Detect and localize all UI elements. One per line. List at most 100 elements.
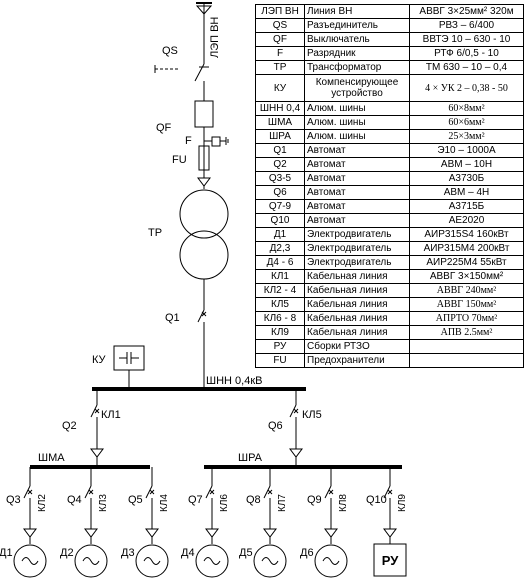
spec-designation: РУ bbox=[255, 339, 305, 354]
feeder-cable-label: КЛ8 bbox=[338, 494, 349, 512]
bus-shra: ШРА bbox=[204, 452, 402, 469]
shma-label: ШМА bbox=[38, 452, 65, 464]
spec-designation: ШМА bbox=[255, 115, 305, 130]
motor-symbol bbox=[314, 544, 348, 578]
feeder-breaker bbox=[205, 485, 213, 499]
spec-type: Кабельная линия bbox=[304, 297, 410, 312]
motor-symbol bbox=[253, 544, 287, 578]
spec-model: А3715Б bbox=[409, 199, 524, 214]
breaker-q1: Q1 bbox=[165, 309, 207, 388]
spec-model: АИР315М4 200кВт bbox=[409, 241, 524, 256]
spec-model: 60×8мм² bbox=[409, 101, 524, 116]
spec-model: ТМ 630 – 10 – 0,4 bbox=[409, 60, 524, 75]
load-label: Д3 bbox=[121, 547, 135, 559]
spec-type: Сборки РТЗО bbox=[304, 339, 410, 354]
spec-designation: ЛЭП ВН bbox=[255, 4, 305, 19]
feeder-breaker bbox=[23, 485, 31, 499]
transformer-tp: ТР bbox=[148, 177, 229, 310]
distribution-box bbox=[373, 543, 407, 577]
spec-designation: QF bbox=[255, 32, 305, 47]
branch-shma: Q2 КЛ1 bbox=[62, 389, 121, 467]
feeder-cable-label: КЛ7 bbox=[277, 494, 288, 512]
spec-type: Кабельная линия bbox=[304, 325, 410, 340]
bus-main-label: ШНН 0,4кВ bbox=[206, 375, 262, 387]
spec-designation: КЛ2 - 4 bbox=[255, 283, 305, 298]
spec-designation: ТР bbox=[255, 60, 305, 75]
spec-designation: КЛ9 bbox=[255, 325, 305, 340]
spec-designation: КЛ6 - 8 bbox=[255, 311, 305, 326]
spec-designation: КЛ5 bbox=[255, 297, 305, 312]
spec-model: АИР315S4 160кВт bbox=[409, 227, 524, 242]
spec-type: Автомат bbox=[304, 199, 410, 214]
spec-type: Предохранители bbox=[304, 353, 410, 368]
spec-designation: Q1 bbox=[255, 143, 305, 158]
load-label: Д5 bbox=[239, 547, 253, 559]
spec-designation: QS bbox=[255, 18, 305, 33]
motor-symbol bbox=[135, 544, 169, 578]
feeder-breaker-label: Q10 bbox=[366, 494, 387, 506]
hv-line: ЛЭП ВН bbox=[195, 2, 221, 58]
load-label: Д4 bbox=[181, 547, 195, 559]
spec-model: АИР225М4 55кВт bbox=[409, 255, 524, 270]
f-label: F bbox=[185, 135, 192, 147]
spec-type: Автомат bbox=[304, 171, 410, 186]
spec-model: АВМ – 10Н bbox=[409, 157, 524, 172]
ku-label: КУ bbox=[92, 354, 107, 366]
spec-type: Автомат bbox=[304, 185, 410, 200]
spec-type: Автомат bbox=[304, 213, 410, 228]
spec-type: Трансформатор bbox=[304, 60, 410, 75]
disconnector-qs: QS bbox=[154, 45, 209, 101]
branch-shra: Q6 КЛ5 bbox=[268, 389, 322, 467]
spec-model: АВМ – 4Н bbox=[409, 185, 524, 200]
spec-model: А3730Б bbox=[409, 171, 524, 186]
feeder-breaker-label: Q8 bbox=[246, 494, 261, 506]
spec-model: 60×6мм² bbox=[409, 115, 524, 130]
feeder-breaker bbox=[145, 485, 153, 499]
spec-model: РВЗ – 6/400 bbox=[409, 18, 524, 33]
bus-main: ШНН 0,4кВ bbox=[92, 375, 306, 391]
load-label: Д6 bbox=[300, 547, 314, 559]
fuse-fu: FU bbox=[172, 141, 210, 178]
feeder-cable-label: КЛ4 bbox=[159, 494, 170, 512]
spec-type: Алюм. шины bbox=[304, 129, 410, 144]
feeder-breaker bbox=[383, 485, 391, 499]
qs-label: QS bbox=[162, 45, 178, 57]
feeder-breaker bbox=[324, 485, 332, 499]
compensator-ku: КУ bbox=[92, 345, 145, 388]
shra-label: ШРА bbox=[238, 452, 263, 464]
spec-model: АВВГ 240мм² bbox=[409, 283, 524, 298]
feeder-breaker-label: Q3 bbox=[6, 494, 21, 506]
spec-model: ВВТЭ 10 – 630 - 10 bbox=[409, 32, 524, 47]
spec-model bbox=[409, 353, 524, 368]
feeder-cable-label: КЛ2 bbox=[37, 494, 48, 512]
q6-label: Q6 bbox=[268, 420, 283, 432]
feeder-breaker-label: Q5 bbox=[128, 494, 143, 506]
spec-designation: Д1 bbox=[255, 227, 305, 242]
spec-model: АВВГ 150мм² bbox=[409, 297, 524, 312]
spec-type: Электродвигатель bbox=[304, 227, 410, 242]
spec-type: Автомат bbox=[304, 157, 410, 172]
motor-symbol bbox=[13, 544, 47, 578]
spec-model: Э10 – 1000А bbox=[409, 143, 524, 158]
spec-type: Выключатель bbox=[304, 32, 410, 47]
spec-designation: КУ bbox=[255, 74, 305, 102]
